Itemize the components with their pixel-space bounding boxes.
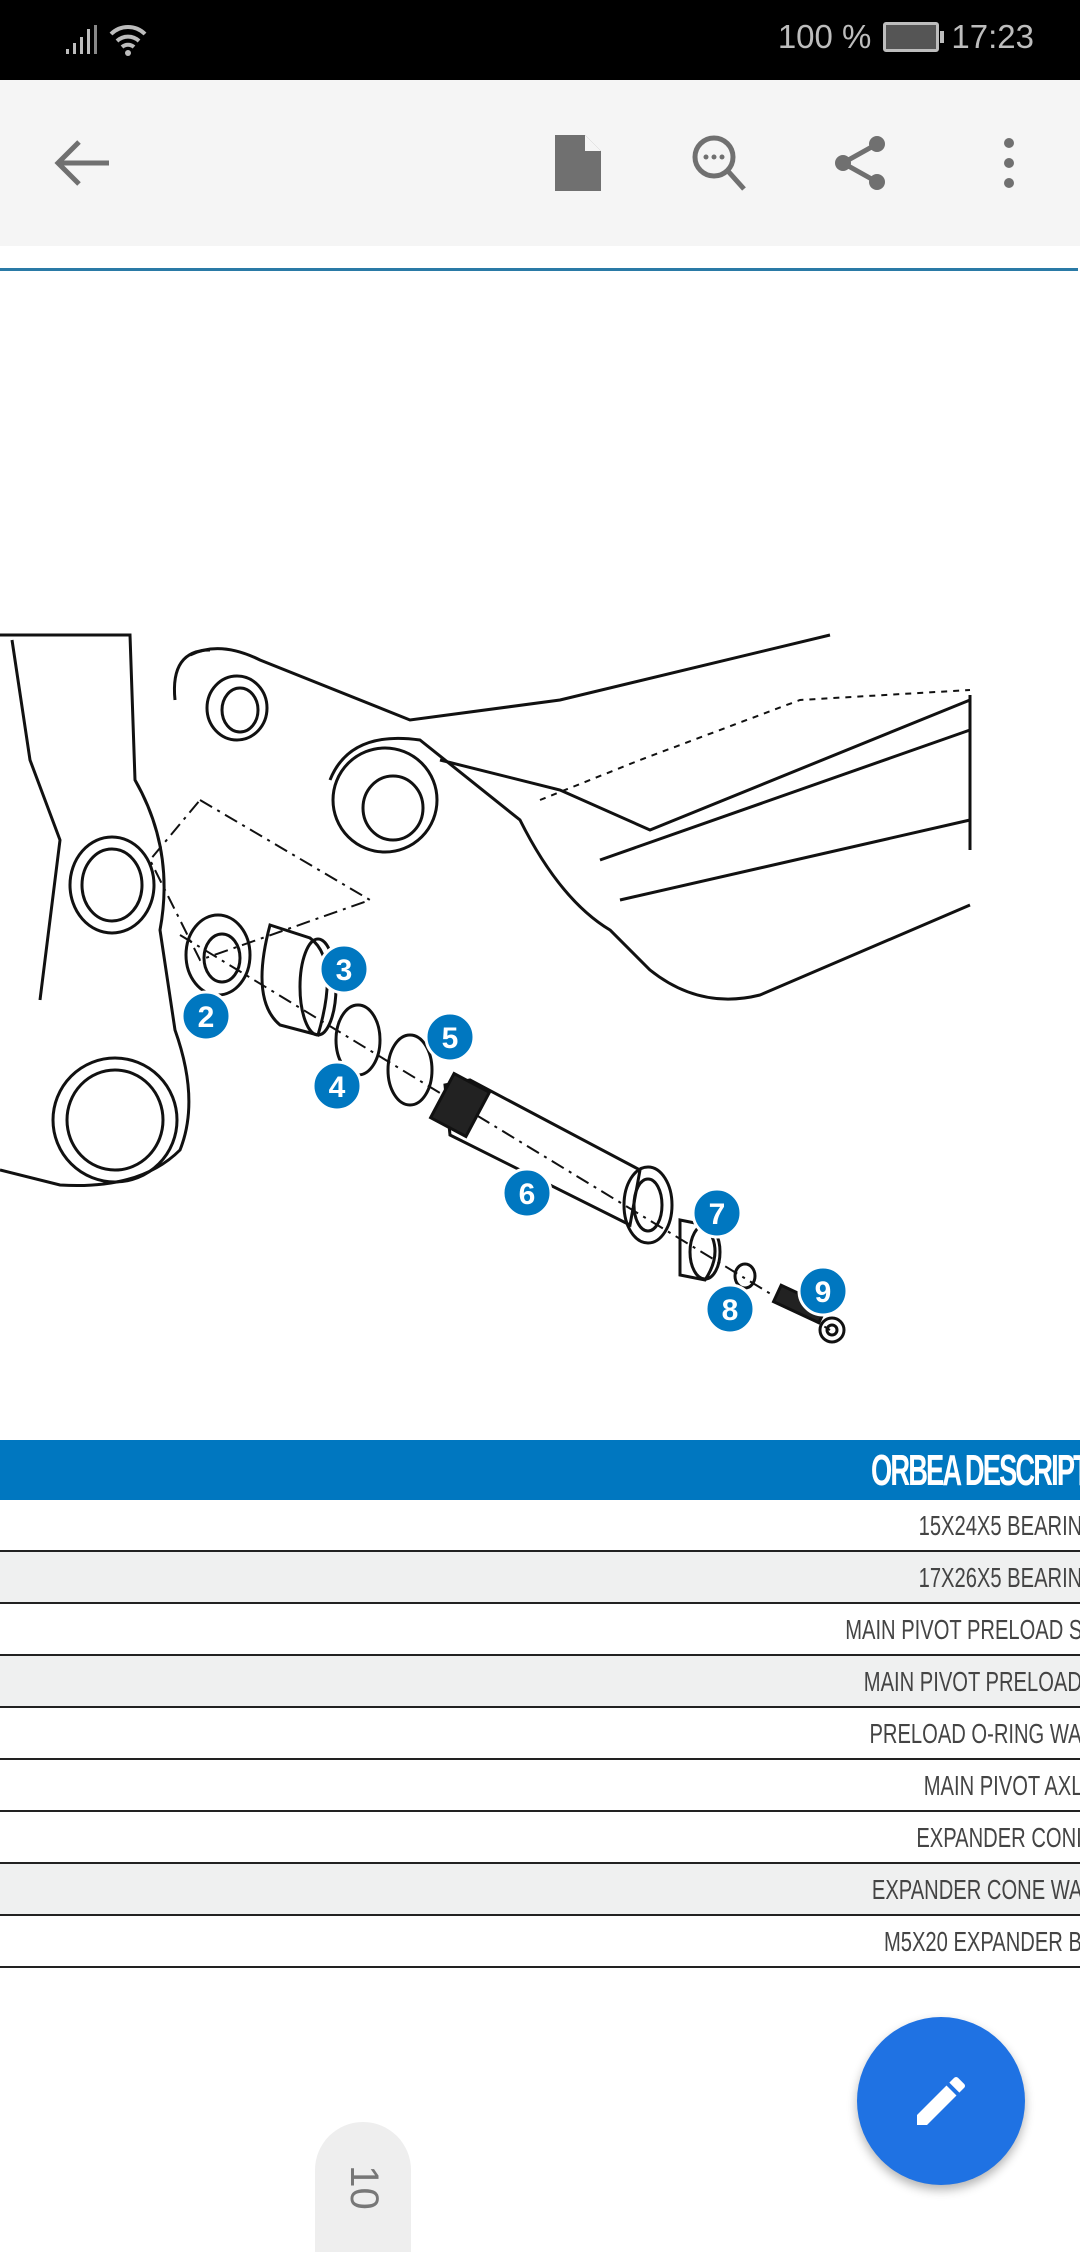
svg-text:9: 9 xyxy=(815,1276,832,1309)
parts-table: ORBEA DESCRIPT 15X24X5 BEARIN 17X26X5 BE… xyxy=(0,1440,1080,1968)
row-description: MAIN PIVOT AXL xyxy=(923,1770,1080,1801)
row-description: MAIN PIVOT PRELOAD xyxy=(863,1666,1080,1697)
callout-9: 9 xyxy=(797,1265,849,1317)
row-description: M5X20 EXPANDER B xyxy=(884,1926,1080,1957)
page-header-rule xyxy=(0,268,1078,271)
callout-7: 7 xyxy=(691,1187,743,1239)
table-row: 17X26X5 BEARIN xyxy=(0,1552,1080,1604)
part-callouts: 2 3 4 5 6 7 8 9 xyxy=(180,943,849,1335)
more-vert-icon xyxy=(1004,138,1014,188)
search-more-icon xyxy=(692,135,746,191)
svg-text:5: 5 xyxy=(442,1022,459,1055)
row-description: PRELOAD O-RING WA xyxy=(869,1718,1080,1749)
table-row: EXPANDER CONI xyxy=(0,1812,1080,1864)
document-button[interactable] xyxy=(535,120,621,206)
header-label: ORBEA DESCRIPT xyxy=(871,1446,1080,1495)
signal-icon xyxy=(66,25,97,54)
svg-text:2: 2 xyxy=(198,1001,215,1034)
wifi-icon xyxy=(109,24,147,56)
share-button[interactable] xyxy=(818,120,904,206)
callout-5: 5 xyxy=(424,1011,476,1063)
table-row: EXPANDER CONE WA xyxy=(0,1864,1080,1916)
table-row: M5X20 EXPANDER B xyxy=(0,1916,1080,1968)
row-description: EXPANDER CONI xyxy=(916,1822,1080,1853)
svg-text:3: 3 xyxy=(336,954,353,987)
callout-6: 6 xyxy=(501,1167,553,1219)
status-bar: 100 % 17:23 xyxy=(0,0,1080,80)
search-button[interactable] xyxy=(677,120,763,206)
svg-text:6: 6 xyxy=(519,1178,536,1211)
table-row: MAIN PIVOT PRELOAD xyxy=(0,1656,1080,1708)
svg-text:7: 7 xyxy=(709,1198,726,1231)
callout-2: 2 xyxy=(180,990,232,1042)
table-row: PRELOAD O-RING WA xyxy=(0,1708,1080,1760)
document-icon xyxy=(555,135,601,191)
clock: 17:23 xyxy=(951,18,1034,55)
row-description: EXPANDER CONE WA xyxy=(871,1874,1080,1905)
app-toolbar xyxy=(0,80,1080,246)
callout-3: 3 xyxy=(318,943,370,995)
share-icon xyxy=(835,136,885,190)
callout-8: 8 xyxy=(704,1283,756,1335)
table-row: MAIN PIVOT PRELOAD S xyxy=(0,1604,1080,1656)
svg-text:8: 8 xyxy=(722,1294,739,1327)
table-row: MAIN PIVOT AXL xyxy=(0,1760,1080,1812)
back-arrow-icon xyxy=(54,140,109,186)
more-options-button[interactable] xyxy=(966,120,1052,206)
svg-text:4: 4 xyxy=(329,1071,346,1104)
battery-icon xyxy=(883,22,945,52)
exploded-parts-diagram: 2 3 4 5 6 7 8 9 xyxy=(0,633,972,1344)
page-number-indicator: 10 xyxy=(315,2122,411,2252)
row-description: MAIN PIVOT PRELOAD S xyxy=(844,1614,1080,1645)
edit-fab-button[interactable] xyxy=(857,2017,1025,2185)
frame-drawing xyxy=(0,633,972,1344)
edit-pencil-icon xyxy=(917,2076,966,2125)
row-description: 15X24X5 BEARIN xyxy=(918,1510,1080,1541)
back-button[interactable] xyxy=(40,120,126,206)
page-number: 10 xyxy=(341,2164,386,2210)
table-header: ORBEA DESCRIPT xyxy=(0,1440,1080,1500)
callout-4: 4 xyxy=(311,1060,363,1112)
table-row: 15X24X5 BEARIN xyxy=(0,1500,1080,1552)
row-description: 17X26X5 BEARIN xyxy=(918,1562,1080,1593)
battery-percent: 100 % xyxy=(777,18,872,55)
